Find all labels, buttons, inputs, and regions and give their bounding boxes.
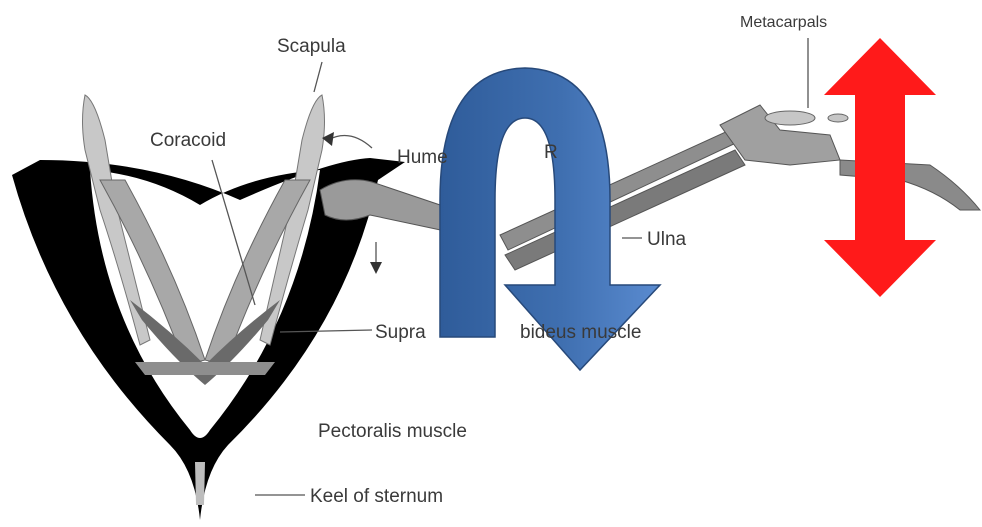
- metacarpal-2: [828, 114, 848, 122]
- label-radius: R: [544, 142, 558, 163]
- keel-of-sternum: [195, 462, 205, 505]
- label-humerus: Hume: [397, 147, 448, 168]
- label-keel: Keel of sternum: [310, 486, 443, 507]
- label-scapula: Scapula: [277, 36, 346, 57]
- scapula-leader: [314, 62, 322, 92]
- small-down-arrowhead: [370, 262, 382, 274]
- radius: [500, 130, 738, 250]
- metacarpal-1: [765, 111, 815, 125]
- coracoid-leader: [212, 160, 255, 305]
- small-curved-arrow: [328, 136, 372, 149]
- label-supracoracoideus: Supra: [375, 322, 426, 343]
- label-pectoralis: Pectoralis muscle: [318, 421, 467, 442]
- label-ulna: Ulna: [647, 229, 687, 250]
- furcula: [135, 362, 275, 375]
- label-coracoid: Coracoid: [150, 130, 226, 151]
- label-metacarpals: Metacarpals: [740, 14, 827, 31]
- label-supracoracoideus-tail: bideus muscle: [520, 322, 641, 343]
- ulna: [505, 150, 745, 270]
